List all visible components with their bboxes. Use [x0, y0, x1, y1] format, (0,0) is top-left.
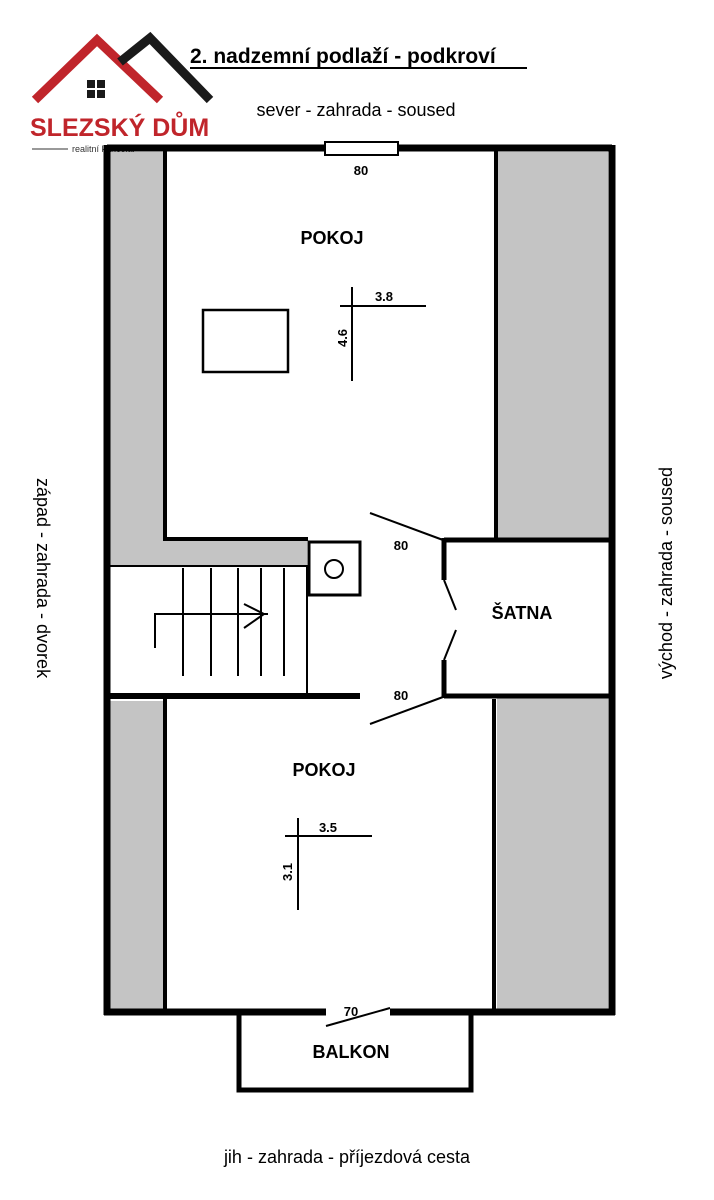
logo-brand: SLEZSKÝ DŮM [30, 110, 209, 142]
dim-lower-length: 3.1 [280, 863, 295, 881]
label-west: západ - zahrada - dvorek [33, 478, 53, 679]
room-label-closet: ŠATNA [492, 602, 553, 623]
chimney-flue-icon [324, 559, 344, 579]
doors [325, 512, 457, 1027]
dim-lower-width: 3.5 [319, 820, 337, 835]
label-south: jih - zahrada - příjezdová cesta [223, 1147, 471, 1167]
house-roof-icon [31, 31, 214, 104]
room-label-balcony: BALKON [313, 1042, 390, 1062]
dim-upper-width: 3.8 [375, 289, 393, 304]
page-title: 2. nadzemní podlaží - podkroví [190, 45, 497, 68]
logo: SLEZSKÝ DŮM realitní kancelář [30, 31, 214, 154]
window-north [324, 141, 399, 156]
dimension-cross-lower [285, 818, 372, 910]
opening-door-balcony: 70 [344, 1004, 358, 1019]
opening-door-closet-upper: 80 [394, 538, 408, 553]
opening-door-closet-lower: 80 [394, 688, 408, 703]
opening-window-north: 80 [354, 163, 368, 178]
room-label-lower: POKOJ [292, 760, 355, 780]
label-north: sever - zahrada - soused [256, 100, 455, 120]
label-east: východ - zahrada - soused [656, 467, 676, 679]
sloped-ceiling-zones [110, 152, 608, 1009]
room-label-upper: POKOJ [300, 228, 363, 248]
roof-window [201, 308, 290, 374]
dimension-cross-upper [340, 287, 426, 381]
staircase [154, 568, 285, 676]
dim-upper-length: 4.6 [335, 329, 350, 347]
